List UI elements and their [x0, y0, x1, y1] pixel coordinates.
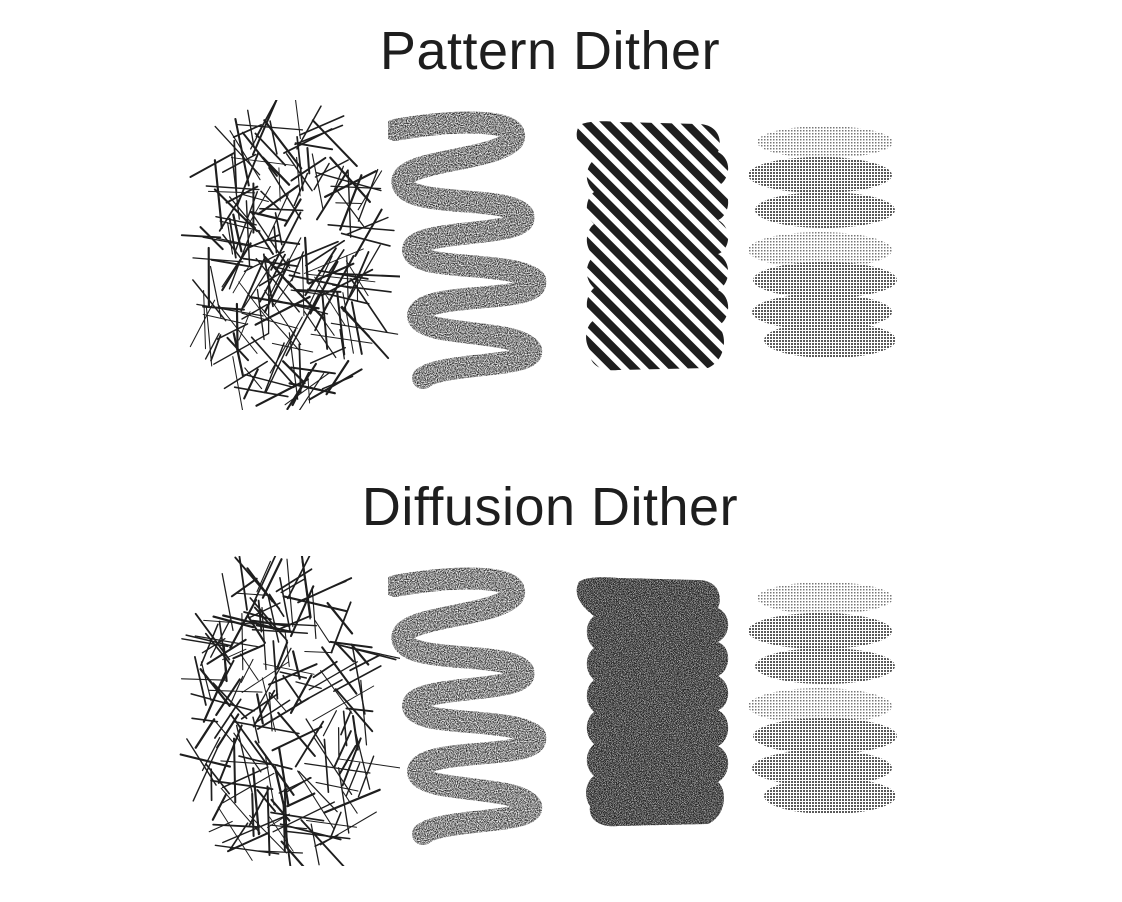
swatch-row-diffusion-dither [170, 556, 910, 866]
scribble-stroke-icon [388, 556, 563, 866]
scribble-swatch [388, 111, 547, 389]
marker-swatch-speckled [576, 577, 729, 827]
scribble-stroke-icon [388, 100, 563, 410]
noise-speckle-fill-icon [558, 556, 733, 866]
crosshatch-lines [180, 100, 400, 410]
marker-swatch-striped [576, 121, 729, 371]
airbrush-swatch [748, 582, 897, 814]
scribble-swatch [388, 567, 547, 845]
section-title-diffusion-dither: Diffusion Dither [361, 477, 739, 537]
crosshatch-stroke-icon [170, 556, 400, 866]
section-title-pattern-dither: Pattern Dither [379, 21, 721, 81]
airbrush-swatch [748, 126, 897, 358]
halftone-dot-fill-icon [740, 556, 910, 866]
crosshatch-lines [179, 556, 400, 866]
swatch-row-pattern-dither [170, 100, 910, 410]
diagonal-stripe-fill-icon [558, 100, 733, 410]
crosshatch-stroke-icon [170, 100, 400, 410]
halftone-dot-fill-icon [740, 100, 910, 410]
